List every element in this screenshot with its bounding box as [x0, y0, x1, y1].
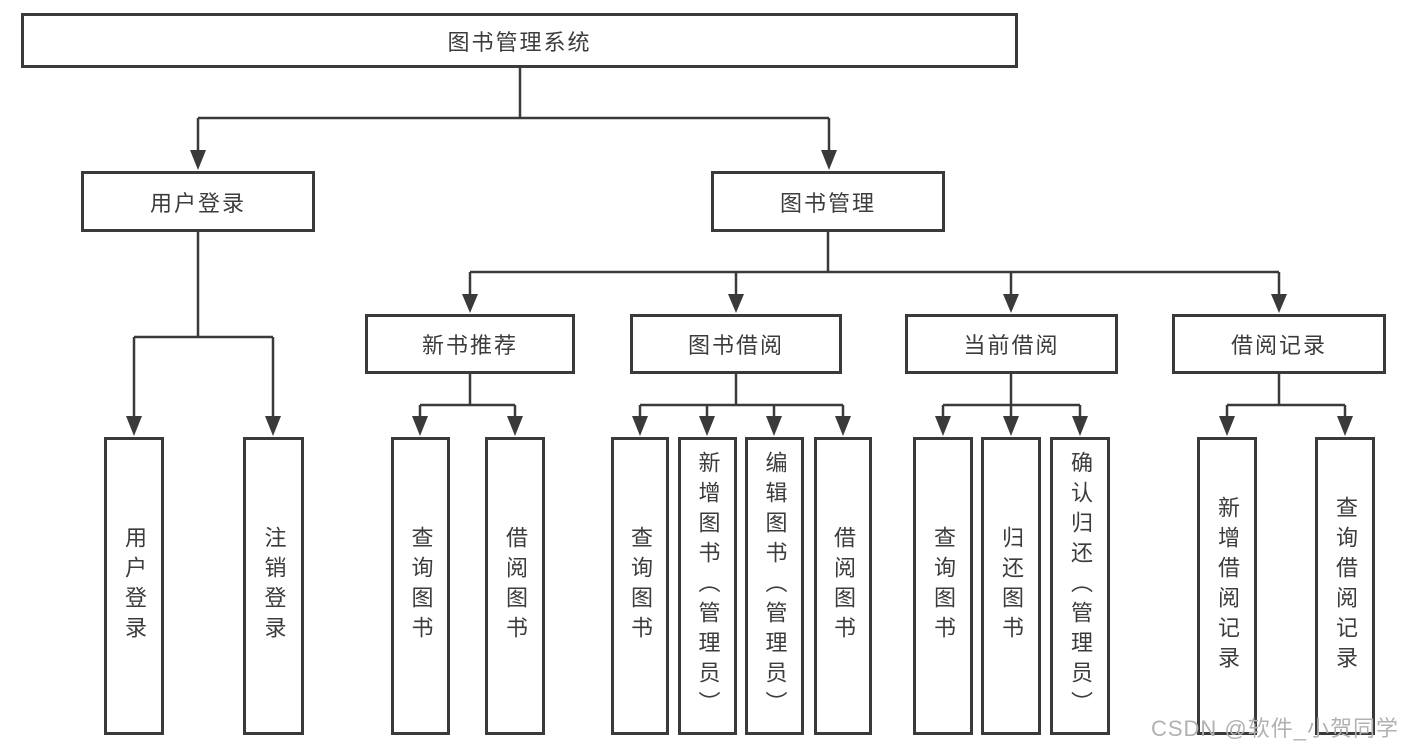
csdn-watermark: CSDN @软件_小贺同学 — [1150, 716, 1399, 741]
leaf-user-login-label: 用户登录 — [122, 526, 147, 646]
node-new-book-recommend: 新书推荐 — [365, 314, 575, 374]
connector-current-borrow-children — [935, 374, 1088, 436]
node-root-label: 图书管理系统 — [447, 29, 592, 55]
leaf-record-add-record-label: 新增借阅记录 — [1215, 496, 1240, 676]
leaf-borrow-add-book-admin: 新增图书（管理员） — [678, 437, 737, 735]
connector-root-to-level2 — [190, 68, 837, 170]
node-borrow-record-label: 借阅记录 — [1230, 333, 1327, 358]
leaf-logout-login-label: 注销登录 — [261, 526, 287, 646]
connector-new-book-recommend-children — [412, 374, 523, 436]
leaf-borrow-edit-book-admin-label: 编辑图书（管理员） — [762, 451, 788, 721]
node-user-login: 用户登录 — [81, 171, 315, 232]
leaf-logout-login: 注销登录 — [243, 437, 304, 735]
leaf-user-login: 用户登录 — [104, 437, 164, 735]
leaf-recommend-query-book: 查询图书 — [391, 437, 450, 735]
connector-book-management-children — [462, 232, 1287, 313]
leaf-borrow-edit-book-admin: 编辑图书（管理员） — [745, 437, 804, 735]
node-book-borrow: 图书借阅 — [630, 314, 842, 374]
leaf-borrow-query-book: 查询图书 — [611, 437, 669, 735]
node-book-management-label: 图书管理 — [779, 190, 876, 216]
leaf-current-confirm-return-admin-label: 确认归还（管理员） — [1068, 451, 1093, 721]
node-book-borrow-label: 图书借阅 — [687, 333, 784, 358]
leaf-current-return-book-label: 归还图书 — [999, 526, 1024, 646]
leaf-borrow-add-book-admin-label: 新增图书（管理员） — [695, 451, 721, 721]
connector-borrow-record-children — [1219, 374, 1353, 436]
node-borrow-record: 借阅记录 — [1172, 314, 1386, 374]
node-new-book-recommend-label: 新书推荐 — [421, 333, 518, 358]
leaf-record-add-record: 新增借阅记录 — [1197, 437, 1257, 735]
leaf-current-confirm-return-admin: 确认归还（管理员） — [1050, 437, 1110, 735]
node-book-management: 图书管理 — [711, 171, 945, 232]
leaf-record-query-record-label: 查询借阅记录 — [1333, 496, 1358, 676]
connector-book-borrow-children — [632, 374, 851, 436]
leaf-recommend-query-book-label: 查询图书 — [408, 526, 434, 646]
leaf-current-query-book-label: 查询图书 — [931, 526, 956, 646]
leaf-current-return-book: 归还图书 — [981, 437, 1041, 735]
node-user-login-label: 用户登录 — [149, 190, 246, 216]
leaf-borrow-borrow-book-label: 借阅图书 — [831, 526, 856, 646]
leaf-borrow-query-book-label: 查询图书 — [628, 526, 653, 646]
leaf-recommend-borrow-book: 借阅图书 — [485, 437, 545, 735]
connector-user-login-children — [126, 232, 281, 436]
node-current-borrow-label: 当前借阅 — [963, 333, 1060, 358]
leaf-recommend-borrow-book-label: 借阅图书 — [503, 526, 528, 646]
node-root-system: 图书管理系统 — [21, 13, 1018, 68]
node-current-borrow: 当前借阅 — [905, 314, 1118, 374]
leaf-borrow-borrow-book: 借阅图书 — [814, 437, 872, 735]
leaf-current-query-book: 查询图书 — [913, 437, 973, 735]
leaf-record-query-record: 查询借阅记录 — [1315, 437, 1375, 735]
